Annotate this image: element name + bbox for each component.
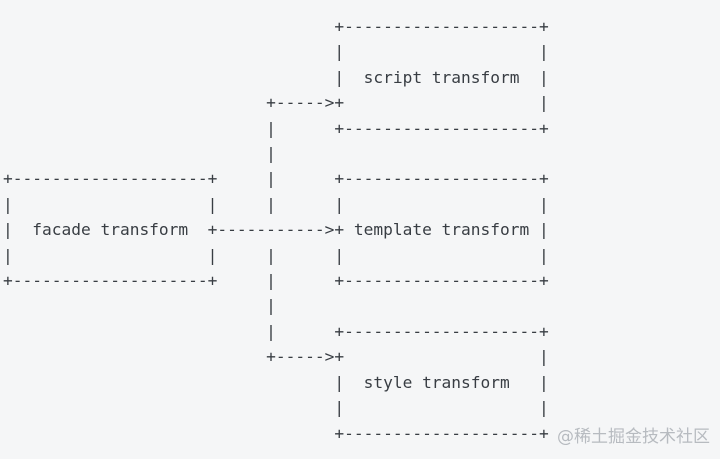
watermark: @稀土掘金技术社区 <box>557 427 710 447</box>
ascii-flow-diagram: +--------------------+ | | | script tran… <box>3 17 549 443</box>
